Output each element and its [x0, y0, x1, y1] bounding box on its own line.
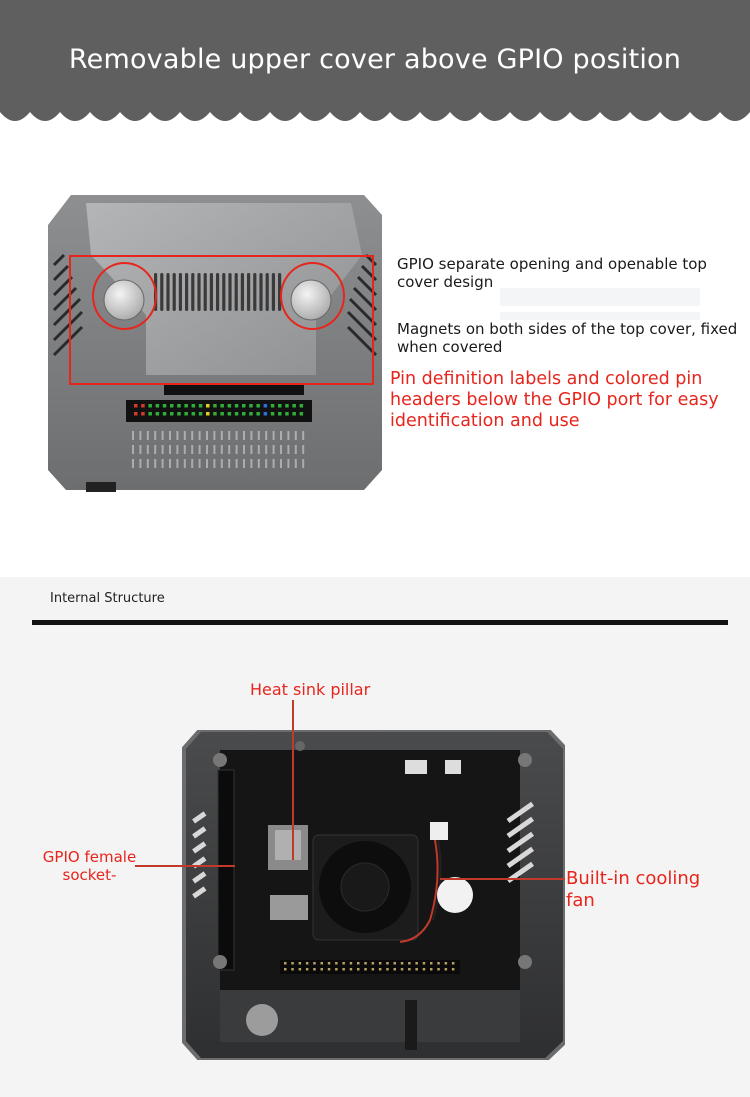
- cooling-fan-label: Built-in cooling fan: [566, 868, 701, 911]
- left-magnet-highlight: [92, 262, 157, 330]
- heat-sink-label: Heat sink pillar: [250, 680, 371, 699]
- header-banner: Removable upper cover above GPIO positio…: [0, 0, 750, 128]
- callout-gpio-opening: GPIO separate opening and openable top c…: [397, 255, 707, 291]
- right-magnet-highlight: [280, 262, 345, 330]
- banner-title: Removable upper cover above GPIO positio…: [68, 44, 682, 75]
- gpio-opening-highlight: [69, 255, 374, 385]
- gpio-socket-label: GPIO female socket-: [42, 848, 137, 884]
- faint-bar: [500, 312, 700, 320]
- banner-background: [0, 0, 750, 121]
- gpio-socket-pointer: [135, 865, 235, 867]
- section-divider: [32, 620, 728, 625]
- section-title: Internal Structure: [50, 591, 165, 606]
- callout-pin-labels: Pin definition labels and colored pin he…: [390, 369, 719, 431]
- case-inside-photo: [180, 728, 567, 1062]
- faint-bar: [500, 288, 700, 306]
- callout-magnets: Magnets on both sides of the top cover, …: [397, 320, 738, 356]
- cooling-fan-pointer: [440, 878, 565, 880]
- heat-sink-pointer: [292, 700, 294, 860]
